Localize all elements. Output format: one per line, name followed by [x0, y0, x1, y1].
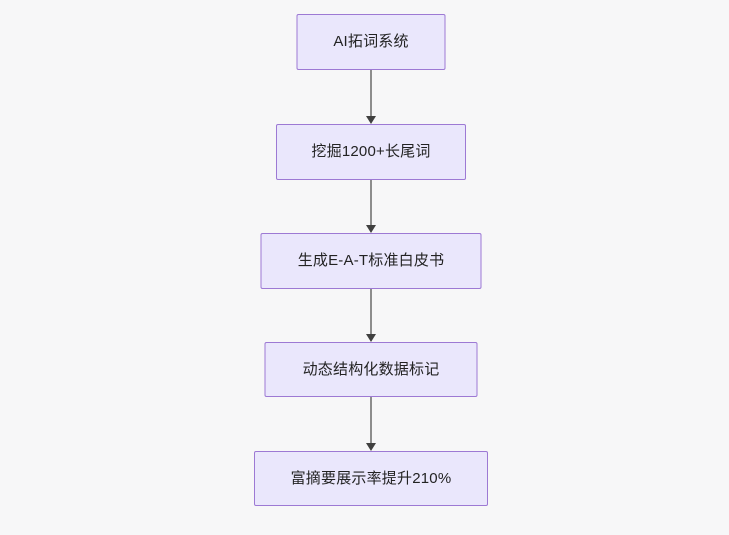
flow-edge-2	[365, 180, 377, 233]
flow-node-rich-snippet-impression-uplift[interactable]: 富摘要展示率提升210%	[254, 451, 488, 506]
flow-node-ai-keyword-system[interactable]: AI拓词系统	[296, 14, 446, 70]
flow-node-label: 富摘要展示率提升210%	[290, 469, 452, 487]
edge-line	[370, 180, 372, 225]
flow-edge-3	[365, 289, 377, 342]
flow-edge-4	[365, 397, 377, 451]
edge-line	[370, 289, 372, 334]
edge-line	[370, 70, 372, 116]
flow-node-label: 挖掘1200+长尾词	[311, 143, 431, 160]
flow-node-label: AI拓词系统	[333, 33, 409, 50]
flow-edge-1	[365, 70, 377, 124]
arrowhead-icon	[366, 225, 376, 233]
arrowhead-icon	[366, 443, 376, 451]
flow-node-mine-longtail-keywords[interactable]: 挖掘1200+长尾词	[276, 124, 466, 180]
flow-node-label: 动态结构化数据标记	[302, 360, 440, 378]
flow-node-label: 生成E-A-T标准白皮书	[297, 252, 445, 269]
edge-line	[370, 397, 372, 443]
flow-node-generate-eat-whitepaper[interactable]: 生成E-A-T标准白皮书	[260, 233, 482, 289]
arrowhead-icon	[366, 334, 376, 342]
flow-node-dynamic-structured-data-markup[interactable]: 动态结构化数据标记	[264, 342, 478, 397]
arrowhead-icon	[366, 116, 376, 124]
